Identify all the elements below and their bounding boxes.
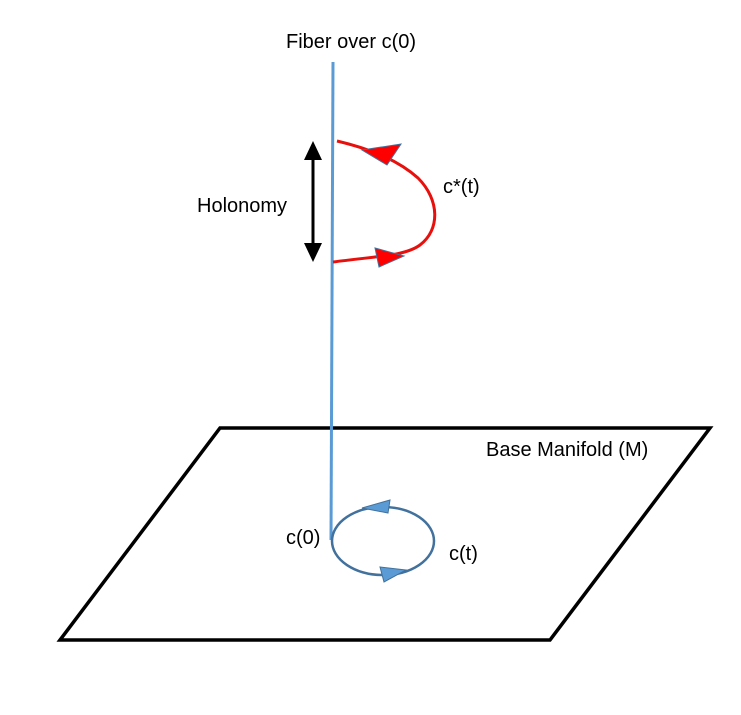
holonomy-arrow-head-up	[304, 141, 322, 160]
base-loop-arrow-bottom	[379, 566, 408, 583]
base-loop	[330, 505, 436, 577]
lift-curve-label: c*(t)	[443, 176, 480, 198]
base-manifold-plane	[56, 426, 714, 642]
lift-arrow-bottom	[374, 247, 406, 268]
base-manifold-label: Base Manifold (M)	[486, 439, 649, 461]
lift-arrow-top	[360, 143, 403, 166]
fiber-label: Fiber over c(0)	[286, 31, 417, 53]
base-point-label: c(0)	[286, 527, 321, 549]
base-curve-label: c(t)	[449, 543, 478, 565]
holonomy-label: Holonomy	[197, 195, 288, 217]
base-loop-arrow-top	[361, 499, 391, 514]
holonomy-arrow-head-down	[304, 243, 322, 262]
fiber-line	[329, 61, 335, 541]
